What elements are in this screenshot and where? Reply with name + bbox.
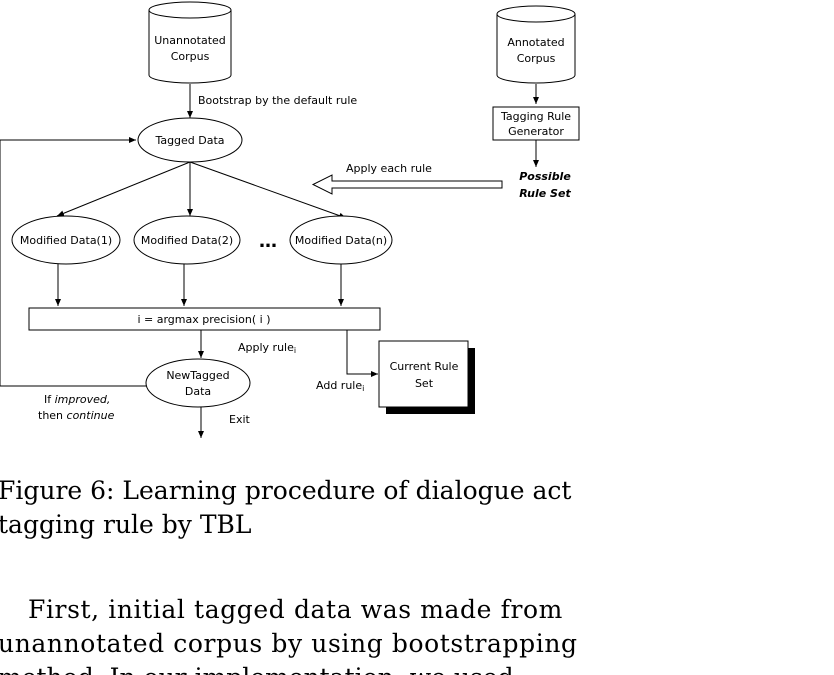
body-paragraph: First, initial tagged data was made from…	[0, 593, 598, 675]
add-rule-arrow	[346, 330, 378, 377]
possible-rule-set-label-1: Possible	[519, 170, 571, 183]
annotated-corpus-label-2: Corpus	[517, 52, 556, 65]
annotated-corpus-node: Annotated Corpus	[496, 5, 576, 84]
tagged-data-node: Tagged Data	[137, 117, 243, 163]
exit-label: Exit	[229, 413, 251, 426]
caption-line-2: tagging rule by TBL	[0, 510, 252, 539]
apply-each-rule-arrow	[311, 174, 503, 195]
modified-data-1-label: Modified Data(1)	[20, 234, 112, 247]
unannotated-corpus-label-2: Corpus	[171, 50, 210, 63]
modified-data-n-label: Modified Data(n)	[295, 234, 387, 247]
tagging-rule-generator-node: Tagging Rule Generator	[492, 106, 580, 141]
modified-data-2-node: Modified Data(2)	[133, 215, 241, 265]
current-rule-set-label-1: Current Rule	[390, 360, 459, 373]
continue-loop-arrow	[0, 137, 147, 387]
possible-rule-set-label-2: Rule Set	[519, 187, 571, 200]
paragraph-line-2: unannotated corpus by using bootstrappin…	[0, 629, 578, 658]
current-rule-set-label-2: Set	[415, 377, 434, 390]
apply-each-rule-label: Apply each rule	[346, 162, 432, 175]
bootstrap-label: Bootstrap by the default rule	[198, 94, 357, 107]
branch-arrow-n	[189, 161, 347, 219]
argmax-label: i = argmax precision( i )	[137, 313, 270, 326]
new-tagged-data-label-2: Data	[185, 385, 211, 398]
branch-arrow-1	[56, 161, 191, 217]
if-improved-label: If improved,	[44, 393, 110, 406]
then-continue-label: then continue	[38, 409, 115, 422]
modified-data-n-node: Modified Data(n)	[289, 215, 393, 265]
tagged-data-label: Tagged Data	[154, 134, 224, 147]
paragraph-line-3: method. In our implementation, we used	[0, 661, 598, 675]
unannotated-corpus-node: Unannotated Corpus	[148, 1, 232, 84]
new-tagged-data-label-1: NewTagged	[166, 369, 229, 382]
generator-label-2: Generator	[508, 125, 564, 138]
paragraph-line-1: First, initial tagged data was made from	[28, 595, 563, 624]
new-tagged-data-node: NewTagged Data	[145, 358, 251, 408]
modified-data-2-label: Modified Data(2)	[141, 234, 233, 247]
ellipsis-mark: …	[259, 231, 277, 252]
caption-line-1: Figure 6: Learning procedure of dialogue…	[0, 476, 572, 505]
modified-data-1-node: Modified Data(1)	[11, 215, 121, 265]
add-rule-label: Add rulei	[316, 379, 364, 393]
annotated-corpus-label-1: Annotated	[507, 36, 564, 49]
apply-rule-label: Apply rulei	[238, 341, 296, 355]
generator-label-1: Tagging Rule	[500, 110, 571, 123]
current-rule-set-node: Current Rule Set	[378, 340, 475, 414]
argmax-box: i = argmax precision( i )	[28, 307, 381, 331]
unannotated-corpus-label-1: Unannotated	[154, 34, 226, 47]
figure-caption: Figure 6: Learning procedure of dialogue…	[0, 474, 598, 542]
